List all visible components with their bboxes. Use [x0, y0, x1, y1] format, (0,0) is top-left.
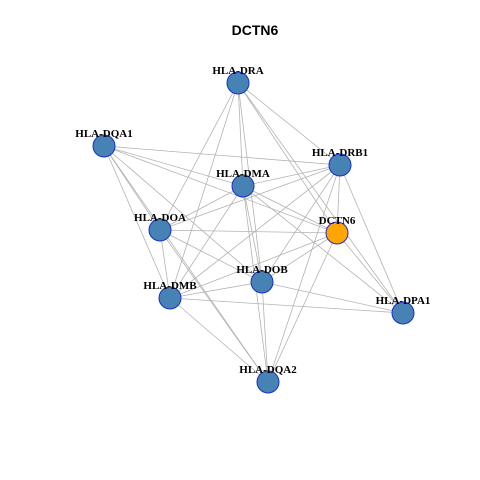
- node-hla-doa: [148, 218, 172, 242]
- node-hla-drb1: [328, 153, 352, 177]
- edge-hla-drb1-hla-dpa1: [339, 164, 404, 314]
- edge-dctn6-hla-dpa1: [336, 232, 404, 314]
- node-hla-dpa1: [391, 301, 415, 325]
- edge-hla-dqa1-hla-drb1: [103, 145, 341, 166]
- node-label-hla-dqa2: HLA-DQA2: [239, 364, 297, 376]
- edge-hla-dqa1-hla-dob: [103, 145, 263, 283]
- edge-hla-dqa1-dctn6: [103, 145, 338, 234]
- node-hla-dqa2: [256, 370, 280, 394]
- edge-hla-dra-hla-drb1: [237, 82, 341, 166]
- node-label-hla-dma: HLA-DMA: [216, 168, 270, 180]
- edge-hla-dmb-hla-dqa2: [169, 297, 269, 383]
- edge-hla-dma-hla-doa: [159, 185, 244, 231]
- edge-hla-doa-hla-dqa2: [159, 229, 269, 383]
- edge-hla-dob-hla-dqa2: [261, 281, 269, 383]
- node-label-hla-dra: HLA-DRA: [212, 65, 263, 77]
- node-hla-dma: [231, 174, 255, 198]
- diagram-title: DCTN6: [232, 22, 279, 38]
- edge-hla-dqa1-hla-dma: [103, 145, 244, 187]
- edge-dctn6-hla-dob: [261, 232, 338, 283]
- node-hla-dra: [226, 71, 250, 95]
- edge-hla-doa-hla-dob: [159, 229, 263, 283]
- node-hla-dmb: [158, 286, 182, 310]
- edge-hla-dma-hla-dmb: [169, 185, 244, 299]
- edge-dctn6-hla-dmb: [169, 232, 338, 299]
- edge-hla-drb1-hla-doa: [159, 164, 341, 231]
- edge-hla-drb1-hla-dob: [261, 164, 341, 283]
- node-label-dctn6: DCTN6: [319, 215, 356, 227]
- edge-hla-drb1-hla-dma: [242, 164, 341, 187]
- edge-hla-dma-hla-dob: [242, 185, 263, 283]
- node-label-hla-dob: HLA-DOB: [236, 264, 288, 276]
- node-hla-dob: [250, 270, 274, 294]
- edge-hla-dob-hla-dpa1: [261, 281, 404, 314]
- edge-layer: [103, 82, 404, 383]
- node-label-hla-doa: HLA-DOA: [134, 212, 186, 224]
- node-dctn6: [325, 221, 349, 245]
- node-label-hla-dpa1: HLA-DPA1: [376, 295, 431, 307]
- node-label-hla-dmb: HLA-DMB: [143, 280, 197, 292]
- node-hla-dqa1: [92, 134, 116, 158]
- edge-dctn6-hla-dqa2: [267, 232, 338, 383]
- edge-hla-dra-hla-dma: [237, 82, 244, 187]
- edge-hla-dra-dctn6: [237, 82, 338, 234]
- edge-hla-dob-hla-dmb: [169, 281, 263, 299]
- edge-hla-dra-hla-doa: [159, 82, 239, 231]
- edge-hla-doa-dctn6: [159, 229, 338, 234]
- node-label-hla-dqa1: HLA-DQA1: [75, 128, 132, 140]
- edge-hla-dmb-hla-dpa1: [169, 297, 404, 314]
- edge-hla-drb1-hla-dqa2: [267, 164, 341, 383]
- node-layer: [92, 71, 415, 394]
- edge-hla-dra-hla-dpa1: [237, 82, 404, 314]
- edge-hla-dma-hla-dpa1: [242, 185, 404, 314]
- edge-hla-dra-hla-dmb: [169, 82, 239, 299]
- edge-hla-dma-dctn6: [242, 185, 338, 234]
- node-label-hla-drb1: HLA-DRB1: [312, 147, 368, 159]
- edge-hla-dqa1-hla-dmb: [103, 145, 171, 299]
- edge-hla-dqa1-hla-dqa2: [103, 145, 269, 383]
